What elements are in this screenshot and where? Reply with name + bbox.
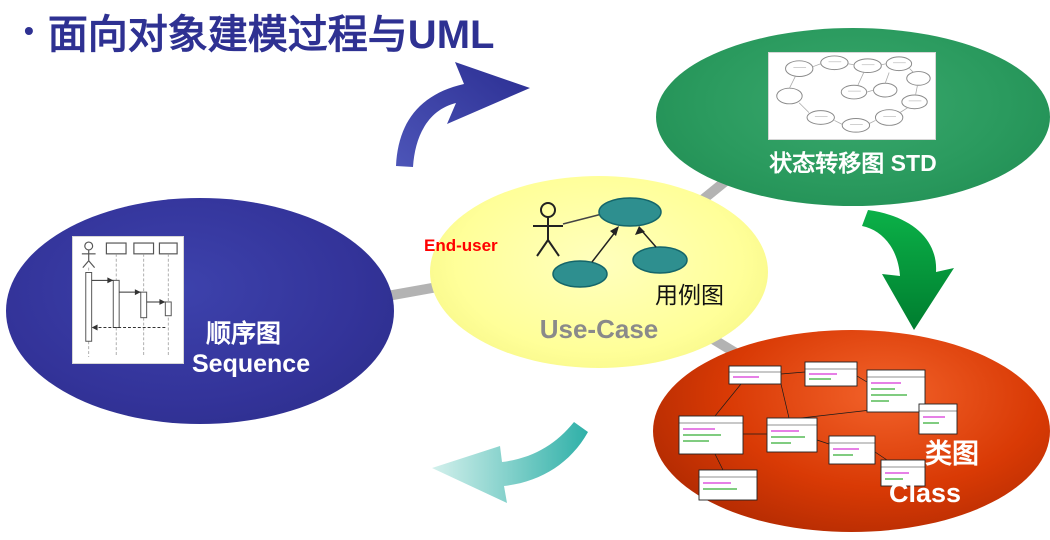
usecase-node: End-user 用例图 Use-Case (424, 176, 768, 368)
class-label-cn: 类图 (925, 439, 979, 469)
usecase-arrows (591, 230, 657, 263)
usecase-label: Use-Case (539, 314, 659, 344)
sequence-diagram-icon (81, 241, 178, 357)
usecase-ovals (552, 197, 688, 288)
std-thumbnail (768, 52, 936, 140)
std-label: 状态转移图 STD (769, 150, 937, 176)
page-title: • 面向对象建模过程与UML (24, 2, 494, 60)
sequence-label-en: Sequence (192, 350, 311, 378)
sequence-label-cn: 顺序图 (206, 320, 282, 348)
end-user-annotation: End-user (424, 236, 498, 255)
usecase-diagram (533, 197, 688, 288)
actor-icon (533, 202, 563, 257)
sequence-node: 顺序图 Sequence (6, 198, 394, 424)
class-label-en: Class (889, 478, 962, 508)
state-diagram-icon (776, 55, 931, 133)
class-diagram-icon (678, 361, 958, 501)
usecase-caption: 用例图 (655, 282, 724, 308)
std-node: 状态转移图 STD (656, 28, 1050, 206)
page-title-text: 面向对象建模过程与UML (47, 13, 495, 57)
title-bullet-icon: • (24, 15, 34, 46)
sequence-thumbnail (72, 236, 184, 364)
class-node: 类图 Class (653, 330, 1050, 532)
